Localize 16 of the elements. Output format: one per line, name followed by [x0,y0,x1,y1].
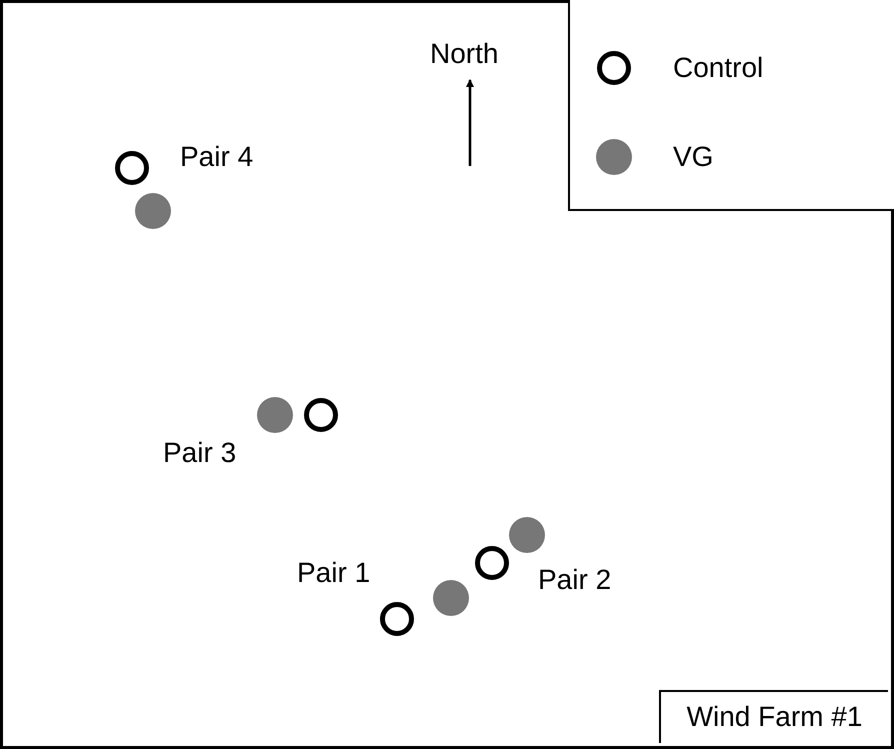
vg-marker [509,517,545,553]
control-marker [475,546,509,580]
control-marker [380,602,414,636]
legend-label: Control [673,52,764,84]
vg-marker [257,397,293,433]
caption-box: Wind Farm #1 [659,690,888,743]
control-marker [115,151,149,185]
pair-label: Pair 4 [180,141,254,173]
direction-label: North [430,38,498,70]
vg-marker [135,193,171,229]
pair-label: Pair 2 [538,564,612,596]
pair-label: Pair 3 [163,437,236,469]
pair-label: Pair 1 [297,557,370,589]
control-marker [304,398,338,432]
vg-marker [433,580,469,616]
legend-label: VG [673,141,714,173]
